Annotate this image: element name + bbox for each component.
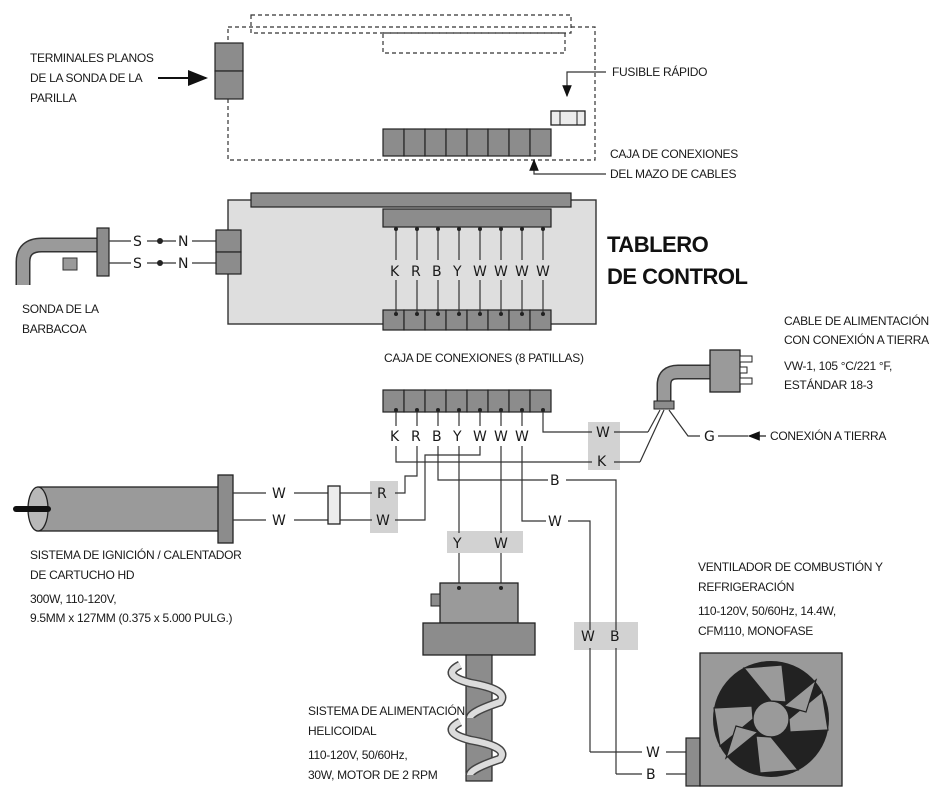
svg-text:W: W	[494, 429, 508, 445]
svg-text:W: W	[536, 264, 550, 280]
svg-text:W: W	[548, 514, 562, 530]
combustion-fan	[685, 652, 843, 787]
flat-terminals	[214, 42, 244, 100]
ignition-label: SISTEMA DE IGNICIÓN / CALENTADOR DE CART…	[30, 547, 245, 625]
board-pin-labels: K R B Y W W W W	[390, 264, 550, 280]
svg-text:B: B	[646, 767, 656, 783]
fan-wire-labels: B W W B W B	[548, 473, 660, 783]
svg-text:Y: Y	[452, 264, 462, 280]
svg-text:N: N	[178, 234, 188, 250]
auger-motor	[422, 582, 536, 656]
svg-text:K: K	[390, 429, 400, 445]
power-cable-label: CABLE DE ALIMENTACIÓN CON CONEXIÓN A TIE…	[784, 313, 932, 392]
svg-text:W: W	[473, 429, 487, 445]
fan-label: VENTILADOR DE COMBUSTIÓN Y REFRIGERACIÓN…	[698, 559, 886, 638]
probe-wires	[109, 229, 242, 275]
ignition-wire-labels: W W R W	[272, 486, 390, 529]
svg-text:N: N	[178, 256, 188, 272]
svg-text:W: W	[596, 425, 610, 441]
control-board-top-bar	[250, 192, 572, 208]
svg-text:W: W	[581, 629, 595, 645]
svg-text:B: B	[432, 264, 442, 280]
harness-connector-top	[382, 128, 552, 157]
auger-screw	[447, 654, 507, 782]
auger-label: SISTEMA DE ALIMENTACIÓN HELICOIDAL 110-1…	[308, 703, 468, 782]
motor-wire-labels: Y W	[452, 536, 508, 552]
svg-text:K: K	[390, 264, 400, 280]
power-wire-labels: W K G	[596, 425, 715, 470]
svg-text:B: B	[610, 629, 620, 645]
connector-box-label: CAJA DE CONEXIONES (8 PATILLAS)	[384, 351, 584, 365]
connector-stubs	[395, 412, 523, 426]
board-connector-top	[382, 208, 552, 228]
svg-text:W: W	[272, 513, 286, 529]
power-wires	[395, 409, 766, 463]
svg-text:S: S	[133, 234, 142, 250]
fuse	[550, 110, 586, 126]
fuse-arrow	[562, 71, 606, 98]
svg-text:G: G	[704, 429, 715, 445]
svg-text:W: W	[494, 536, 508, 552]
svg-text:K: K	[597, 454, 607, 470]
cartridge-heater	[13, 474, 234, 544]
svg-text:R: R	[411, 429, 421, 445]
motor-wires	[458, 446, 502, 583]
connector-pin-labels: K R B Y W W W	[390, 429, 529, 445]
probe-wire-labels: S N S N	[133, 234, 188, 272]
ground-label: CONEXIÓN A TIERRA	[770, 428, 886, 443]
ignition-wires	[233, 446, 481, 525]
bbq-probe	[15, 227, 110, 285]
svg-text:W: W	[515, 264, 529, 280]
svg-text:W: W	[646, 745, 660, 761]
svg-text:B: B	[432, 429, 442, 445]
flat-terminals-label: TERMINALES PLANOS DE LA SONDA DE LA PARI…	[30, 51, 157, 105]
svg-text:R: R	[377, 486, 387, 502]
svg-text:R: R	[411, 264, 421, 280]
board-internal-wires	[394, 227, 545, 316]
harness-box-label: CAJA DE CONEXIONES DEL MAZO DE CABLES	[610, 147, 741, 181]
svg-text:W: W	[494, 264, 508, 280]
svg-text:S: S	[133, 256, 142, 272]
eight-pin-connector	[382, 389, 552, 413]
svg-text:B: B	[550, 473, 560, 489]
harness-arrow	[529, 158, 606, 175]
fast-fuse-label: FUSIBLE RÁPIDO	[612, 64, 707, 79]
board-connector-bottom	[382, 309, 552, 331]
svg-text:W: W	[376, 513, 390, 529]
wire-chips	[370, 422, 638, 650]
control-board-title: TABLERO DE CONTROL	[607, 232, 748, 289]
svg-text:W: W	[473, 264, 487, 280]
svg-text:Y: Y	[452, 536, 462, 552]
svg-text:W: W	[515, 429, 529, 445]
power-plug	[653, 349, 753, 410]
svg-text:Y: Y	[452, 429, 462, 445]
fan-wires	[437, 446, 690, 776]
svg-text:W: W	[272, 486, 286, 502]
bbq-probe-label: SONDA DE LA BARBACOA	[22, 302, 101, 336]
